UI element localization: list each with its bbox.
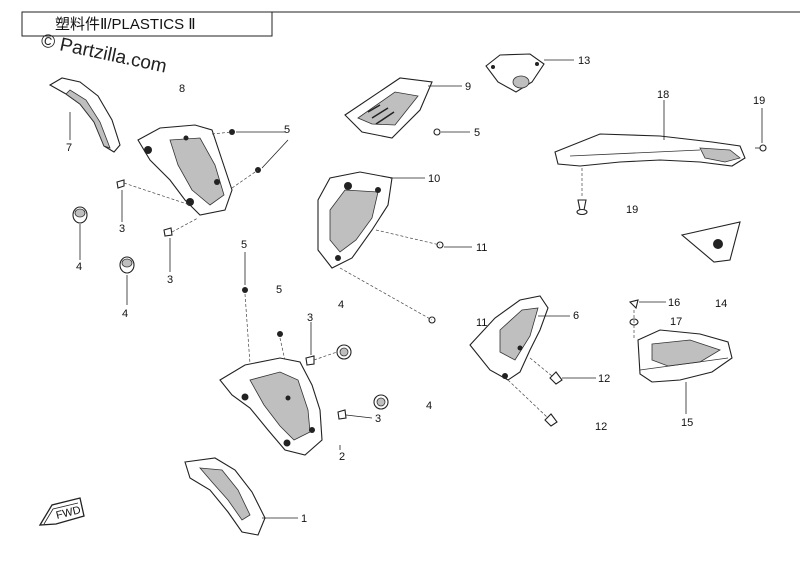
screw-19a (755, 144, 767, 152)
part-14-plate (680, 221, 741, 263)
callout-5b: 5 (241, 239, 247, 251)
callout-4a: 4 (76, 261, 82, 273)
fastener-5d (242, 287, 248, 293)
callout-3d: 3 (375, 413, 381, 425)
part-15-duct (637, 329, 733, 383)
callout-19a: 19 (753, 95, 765, 107)
callout-11a: 11 (476, 242, 487, 254)
callout-12a: 12 (598, 373, 610, 385)
callout-4c: 4 (338, 299, 344, 311)
part-6-shroud (469, 295, 549, 381)
callout-17: 17 (670, 316, 682, 328)
nut-4b (119, 256, 135, 274)
nut-4d (373, 394, 389, 410)
callout-15: 15 (681, 417, 693, 429)
callout-5d: 5 (276, 284, 282, 296)
fwd-badge-text: FWD (55, 504, 82, 522)
part-2-fender (219, 357, 323, 456)
callout-14: 14 (715, 298, 727, 310)
nut-4a (72, 206, 88, 224)
screw-16 (628, 299, 639, 310)
callout-6: 6 (573, 310, 579, 322)
callout-10: 10 (428, 173, 440, 185)
callout-1: 1 (301, 513, 307, 525)
part-18-rail (554, 133, 746, 167)
fastener-5e (277, 331, 283, 337)
screw-12a (549, 371, 563, 385)
screw-3a (116, 179, 125, 189)
callout-18: 18 (657, 89, 669, 101)
callout-7: 7 (66, 142, 72, 154)
screw-3d (337, 409, 347, 420)
callout-11b: 11 (476, 317, 487, 329)
callout-16: 16 (668, 297, 680, 309)
callout-5a: 5 (284, 124, 290, 136)
callout-9: 9 (465, 81, 471, 93)
callout-13: 13 (578, 55, 590, 67)
nut-4c (336, 344, 352, 360)
screw-3c (305, 355, 315, 366)
watermark-text: © Partzilla.com (39, 30, 169, 77)
callout-19b: 19 (626, 204, 638, 216)
title-box (21, 11, 273, 37)
callout-12b: 12 (595, 421, 607, 433)
callout-8: 8 (179, 83, 185, 95)
callout-4d: 4 (426, 400, 432, 412)
diagram-title: 塑料件Ⅱ/PLASTICS Ⅱ (55, 16, 196, 33)
screw-5c (433, 128, 441, 136)
part-8-panel (137, 124, 233, 216)
callout-4b: 4 (122, 308, 128, 320)
screw-12b (544, 413, 558, 427)
fwd-arrow-icon: FWD (38, 497, 85, 526)
part-10-guard (317, 171, 393, 269)
callout-3c: 3 (307, 312, 313, 324)
part-1-lower-panel (184, 457, 266, 536)
callout-3a: 3 (119, 223, 125, 235)
callout-3b: 3 (167, 274, 173, 286)
screw-19b (576, 199, 588, 216)
screw-3b (163, 227, 173, 237)
part-13-cap (485, 53, 545, 93)
callout-2: 2 (339, 451, 345, 463)
part-9-cover (344, 77, 433, 139)
callout-5c: 5 (474, 127, 480, 139)
part-7-bracket (48, 77, 121, 153)
